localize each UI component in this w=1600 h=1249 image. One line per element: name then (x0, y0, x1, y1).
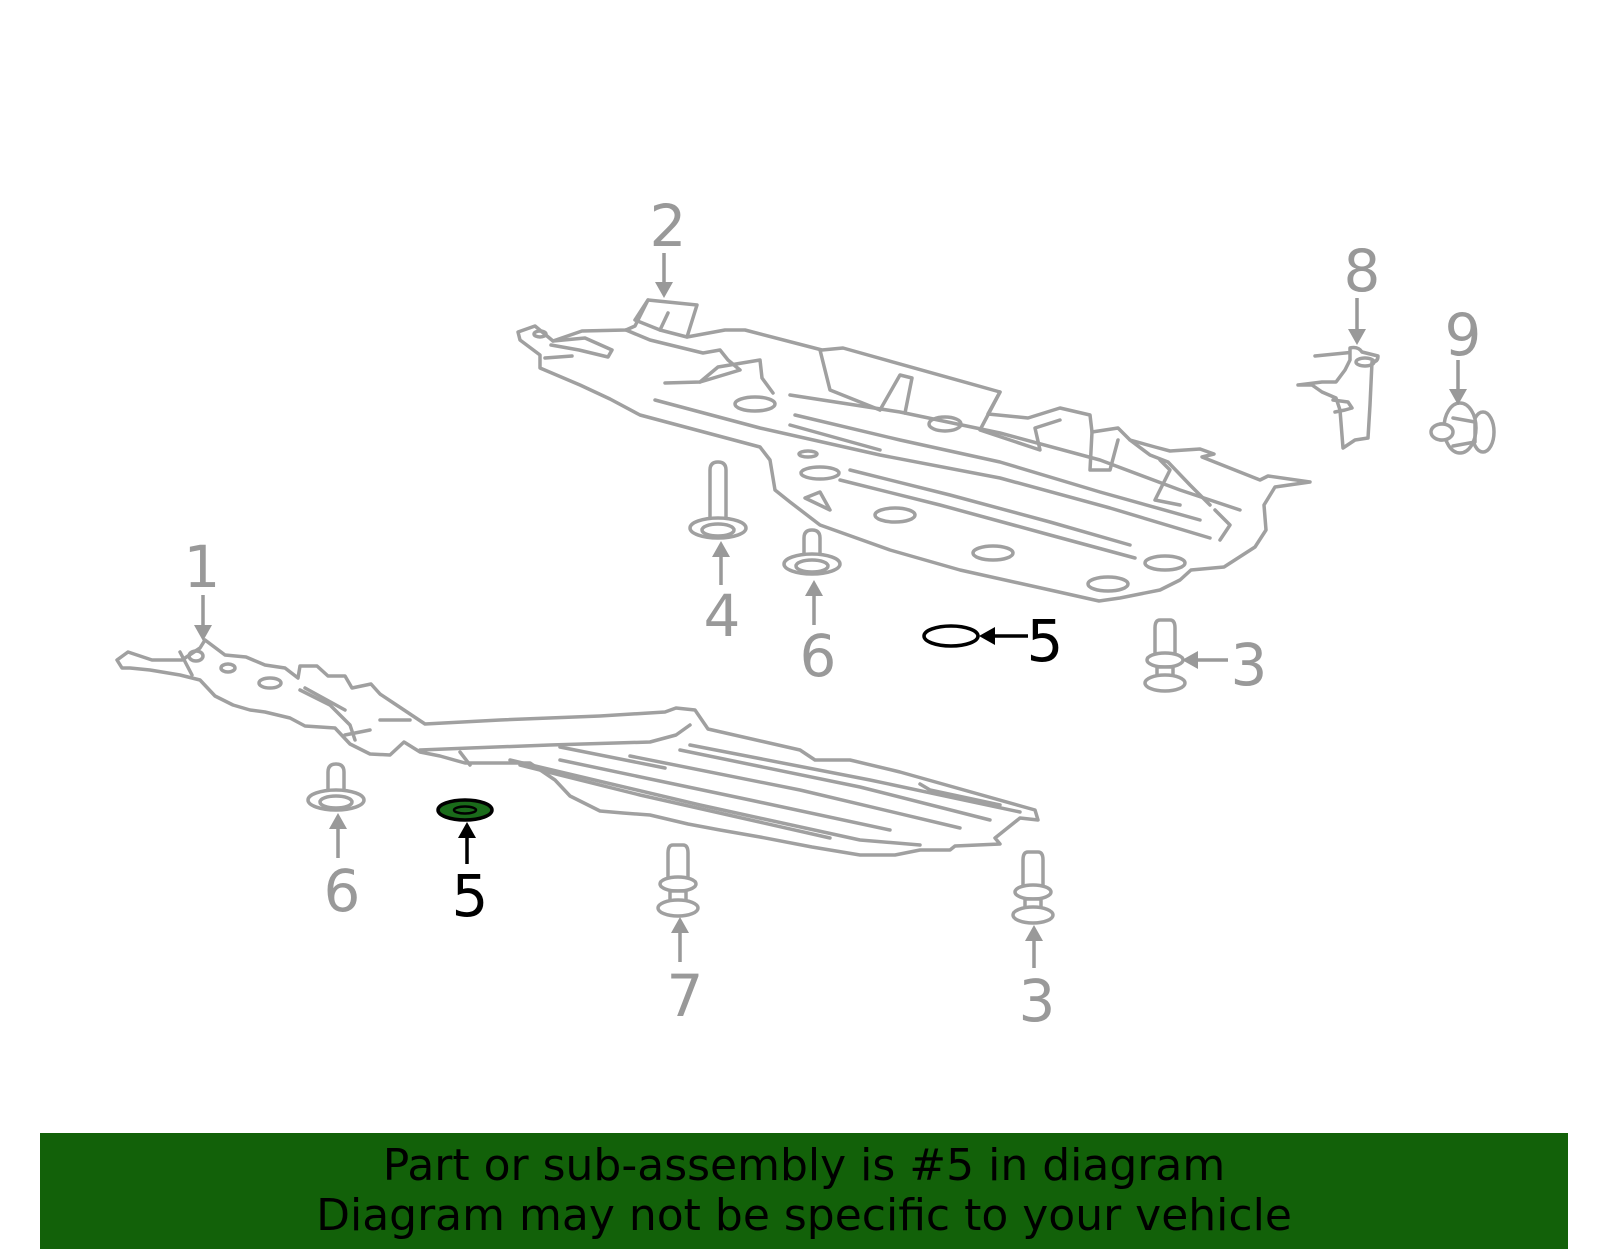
part-7-push-pin[interactable] (656, 843, 700, 918)
part-2-upper-shield[interactable] (516, 298, 1312, 603)
callout-8: 8 (1344, 237, 1381, 345)
callout-number-6-upper: 6 (800, 622, 837, 690)
callout-number-7: 7 (667, 962, 704, 1030)
callout-7: 7 (667, 917, 704, 1030)
info-banner: Part or sub-assembly is #5 in diagram Di… (40, 1133, 1568, 1249)
callout-number-3-upper: 3 (1231, 631, 1268, 699)
callout-4: 4 (704, 541, 741, 650)
part-5-lower-grommet-highlighted[interactable] (436, 798, 494, 822)
callout-9: 9 (1445, 301, 1482, 405)
callout-number-5-upper: 5 (1027, 607, 1064, 675)
callout-5-lower: 5 (452, 822, 489, 930)
callout-number-2: 2 (650, 192, 687, 260)
callout-1: 1 (184, 533, 221, 641)
part-5-upper-grommet[interactable] (922, 624, 980, 648)
callout-6-upper: 6 (800, 580, 837, 690)
part-3-lower-push-pin[interactable] (1011, 850, 1055, 925)
part-8-bracket[interactable] (1296, 345, 1380, 450)
part-1-lower-shield[interactable] (115, 638, 1040, 857)
callout-5-upper: 5 (979, 607, 1063, 675)
banner-line-2: Diagram may not be specific to your vehi… (316, 1190, 1292, 1241)
callout-3-lower: 3 (1019, 925, 1056, 1035)
callout-number-5-lower: 5 (452, 862, 489, 930)
parts-diagram: 1 2 4 6 6 5 5 3 3 7 (115, 192, 1496, 1035)
callout-number-1: 1 (184, 533, 221, 601)
callout-number-3-lower: 3 (1019, 967, 1056, 1035)
part-6-upper-fastener[interactable] (782, 528, 842, 576)
part-4-bolt[interactable] (688, 460, 748, 540)
callout-number-9: 9 (1445, 301, 1482, 369)
callout-number-8: 8 (1344, 237, 1381, 305)
callout-6-lower: 6 (324, 813, 361, 925)
callout-2: 2 (650, 192, 687, 298)
callout-number-4: 4 (704, 582, 741, 650)
callout-3-upper: 3 (1182, 631, 1267, 699)
banner-line-1: Part or sub-assembly is #5 in diagram (382, 1140, 1226, 1191)
callout-number-6-lower: 6 (324, 857, 361, 925)
part-6-lower-fastener[interactable] (306, 762, 366, 812)
part-3-upper-push-pin[interactable] (1143, 618, 1187, 693)
part-9-clip[interactable] (1429, 401, 1496, 455)
